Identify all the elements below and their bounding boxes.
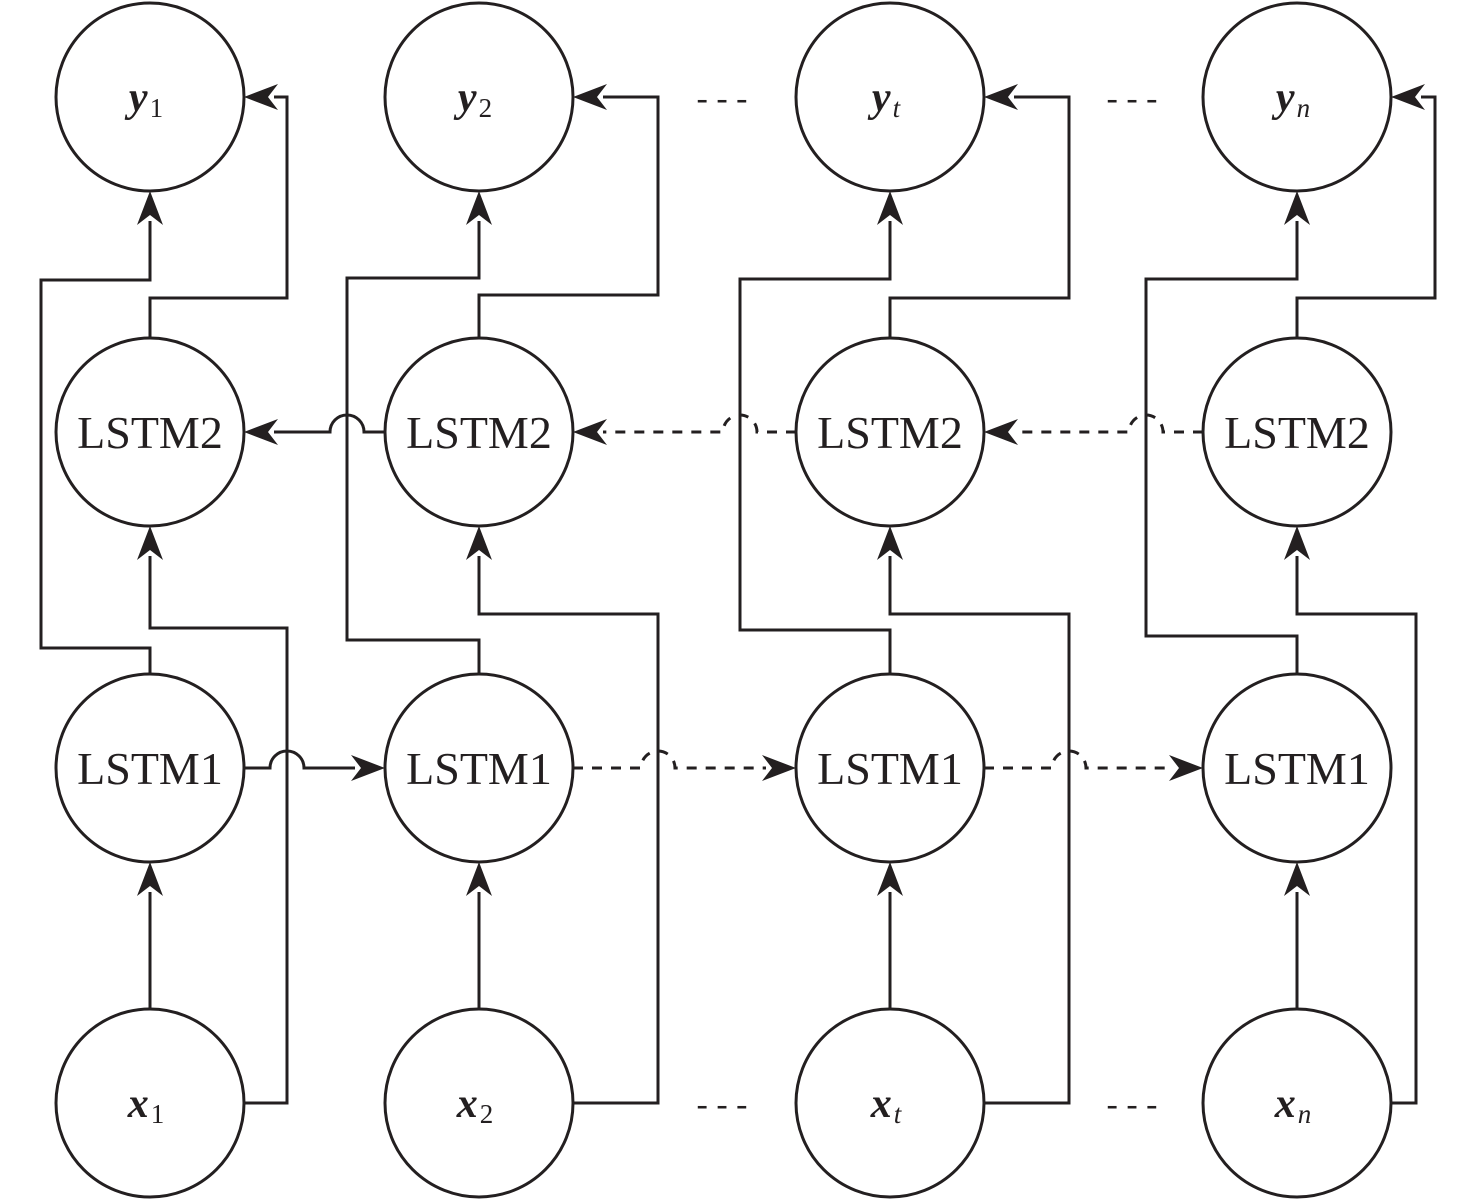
arrow-input-to-lstm2 [1284, 526, 1310, 560]
nodes-layer: y1LSTM2LSTM1x1y2LSTM2LSTM1x2ytLSTM2LSTM1… [54, 1, 1393, 1199]
input-node-circle [1201, 1007, 1393, 1199]
arrow-lstm1-recurrent [351, 755, 385, 781]
arrow-lstm2-to-output [573, 84, 607, 110]
wire-input-to-lstm2 [888, 556, 1071, 1105]
lstm2-node-label: LSTM2 [77, 407, 223, 458]
input-node-label: xn [1274, 1081, 1312, 1129]
lstm1-node-label: LSTM1 [77, 743, 223, 794]
wire-lstm2-to-output [1295, 95, 1437, 338]
input-node-circle [54, 1007, 246, 1199]
wire-lstm1-to-output [39, 221, 152, 674]
wire-lstm1-to-output [1144, 221, 1299, 674]
lstm1-node-label: LSTM1 [1224, 743, 1370, 794]
arrow-lstm2-to-output [1391, 84, 1425, 110]
arrow-lstm1-to-output [466, 191, 492, 225]
input-node-var: x [127, 1081, 149, 1127]
arrow-lstm2-to-output [244, 84, 278, 110]
lstm1-node-circle [1201, 672, 1393, 864]
lstm2-node-label: LSTM2 [817, 407, 963, 458]
wire-lstm2-recurrent [274, 413, 385, 434]
input-node-label: x1 [127, 1081, 165, 1129]
lstm1-node-circle [54, 672, 246, 864]
wires-layer [39, 84, 1437, 1105]
wire-lstm2-to-output [888, 95, 1071, 338]
ellipsis: - - - [697, 1086, 748, 1123]
input-node-var: x [1274, 1081, 1296, 1127]
input-node-subscript: t [894, 1099, 903, 1129]
arrow-lstm2-recurrent [984, 419, 1018, 445]
arrow-lstm2-recurrent [244, 419, 278, 445]
output-node-circle [1201, 1, 1393, 193]
output-node-circle [794, 1, 986, 193]
lstm2-node-circle [794, 336, 986, 528]
wire-lstm1-recurrent [984, 749, 1173, 770]
lstm2-node-circle [1201, 336, 1393, 528]
arrow-lstm1-recurrent [762, 755, 796, 781]
arrow-input-to-lstm2 [877, 526, 903, 560]
output-node-subscript: n [1297, 93, 1311, 123]
output-node-subscript: 1 [150, 93, 164, 123]
output-node-circle [54, 1, 246, 193]
arrow-input-to-lstm2 [137, 526, 163, 560]
wire-lstm2-recurrent [603, 413, 796, 434]
arrow-lstm1-to-output [1284, 191, 1310, 225]
arrow-lstm1-to-output [137, 191, 163, 225]
lstm1-node-label: LSTM1 [817, 743, 963, 794]
lstm2-node-circle [54, 336, 246, 528]
wire-lstm2-recurrent [1014, 413, 1203, 434]
lstm1-node-circle [383, 672, 575, 864]
lstm2-node-label: LSTM2 [406, 407, 552, 458]
arrow-input-to-lstm1 [137, 862, 163, 896]
input-node-subscript: 1 [151, 1099, 165, 1129]
input-node-subscript: 2 [480, 1099, 494, 1129]
wire-input-to-lstm2 [477, 556, 660, 1105]
arrow-lstm1-to-output [877, 191, 903, 225]
arrow-input-to-lstm1 [466, 862, 492, 896]
wire-input-to-lstm2 [148, 556, 289, 1105]
wire-lstm2-to-output [148, 95, 289, 338]
input-node-var: x [870, 1081, 892, 1127]
wire-lstm1-recurrent [573, 749, 766, 770]
wire-input-to-lstm2 [1295, 556, 1418, 1105]
arrow-lstm1-recurrent [1169, 755, 1203, 781]
input-node-label: x2 [456, 1081, 494, 1129]
input-node-circle [794, 1007, 986, 1199]
arrow-lstm2-to-output [984, 84, 1018, 110]
wire-lstm2-to-output [477, 95, 660, 338]
ellipsis: - - - [1107, 1086, 1158, 1123]
output-node-subscript: t [893, 93, 902, 123]
lstm1-node-circle [794, 672, 986, 864]
output-node-subscript: 2 [479, 93, 493, 123]
lstm1-node-label: LSTM1 [406, 743, 552, 794]
arrow-input-to-lstm2 [466, 526, 492, 560]
wire-lstm1-to-output [345, 221, 481, 674]
arrow-input-to-lstm1 [877, 862, 903, 896]
wire-lstm1-recurrent [244, 749, 355, 770]
arrow-input-to-lstm1 [1284, 862, 1310, 896]
lstm2-node-circle [383, 336, 575, 528]
input-node-label: xt [870, 1081, 903, 1129]
ellipsis: - - - [697, 80, 748, 117]
input-node-var: x [456, 1081, 478, 1127]
wire-lstm1-to-output [738, 221, 892, 674]
ellipsis: - - - [1107, 80, 1158, 117]
input-node-circle [383, 1007, 575, 1199]
input-node-subscript: n [1298, 1099, 1312, 1129]
arrow-lstm2-recurrent [573, 419, 607, 445]
output-node-circle [383, 1, 575, 193]
lstm2-node-label: LSTM2 [1224, 407, 1370, 458]
